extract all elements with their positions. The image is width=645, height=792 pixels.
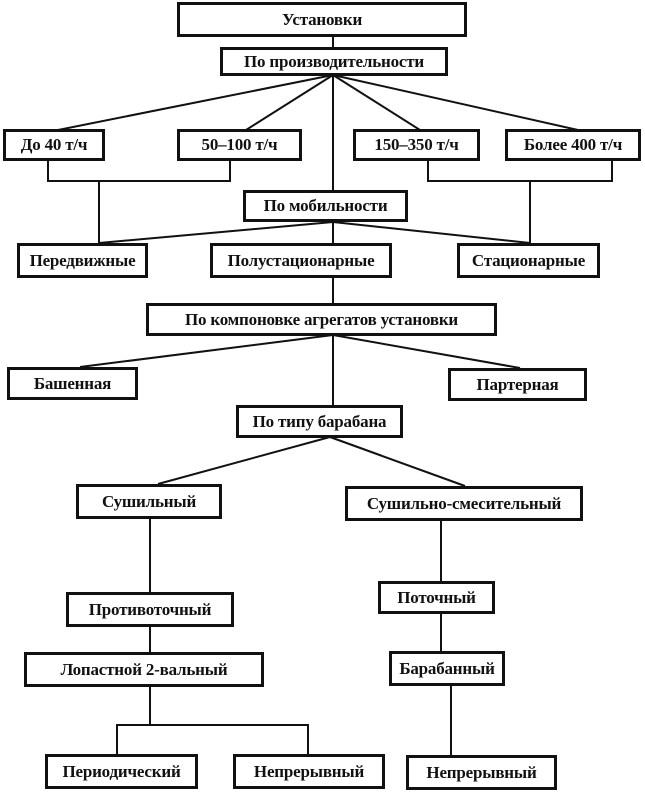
edge-drumtype-drying xyxy=(157,436,331,485)
edge-productivity-p150-350 xyxy=(332,74,421,131)
edge-paddle-bracket xyxy=(116,724,309,754)
edge-mobility-stationary xyxy=(332,221,531,244)
node-flow: Поточный xyxy=(378,581,495,614)
edge-layout-parterre xyxy=(332,334,521,369)
node-150-350: 150–350 т/ч xyxy=(353,129,480,161)
node-stationary: Стационарные xyxy=(457,243,600,278)
node-by-layout: По компоновке агрегатов установки xyxy=(146,303,497,336)
edge-productivity-p40 xyxy=(57,74,334,131)
node-over-400: Более 400 т/ч xyxy=(505,129,641,161)
node-by-drum-type: По типу барабана xyxy=(236,405,403,438)
node-mobile: Передвижные xyxy=(17,243,148,278)
node-50-100: 50–100 т/ч xyxy=(177,129,302,161)
node-parterre: Партерная xyxy=(448,368,587,401)
edge-productivity-p50-100 xyxy=(245,74,334,131)
node-semi-stationary: Полустационарные xyxy=(210,243,392,278)
node-counterflow: Противоточный xyxy=(66,592,234,627)
edge-bracket-right xyxy=(427,160,613,182)
node-by-mobility: По мобильности xyxy=(243,190,408,222)
node-continuous-right: Непрерывный xyxy=(406,755,557,790)
node-paddle-twin-shaft: Лопастной 2-вальный xyxy=(24,652,264,687)
node-drying: Сушильный xyxy=(76,484,222,519)
node-periodic: Периодический xyxy=(45,754,198,789)
node-up-to-40: До 40 т/ч xyxy=(3,129,105,161)
edge-mobility-mobile xyxy=(98,221,334,244)
node-drying-mixing: Сушильно-смесительный xyxy=(345,486,583,521)
node-root: Установки xyxy=(177,2,467,37)
node-by-productivity: По производительности xyxy=(220,47,448,76)
edge-layout-tower xyxy=(79,334,334,368)
node-drum: Барабанный xyxy=(389,651,505,686)
node-continuous-left: Непрерывный xyxy=(233,754,385,789)
edge-productivity-p400 xyxy=(332,74,579,131)
edge-drumtype-drying-mixing xyxy=(329,436,466,487)
edge-bracket-left xyxy=(47,160,231,182)
node-tower: Башенная xyxy=(7,367,138,400)
